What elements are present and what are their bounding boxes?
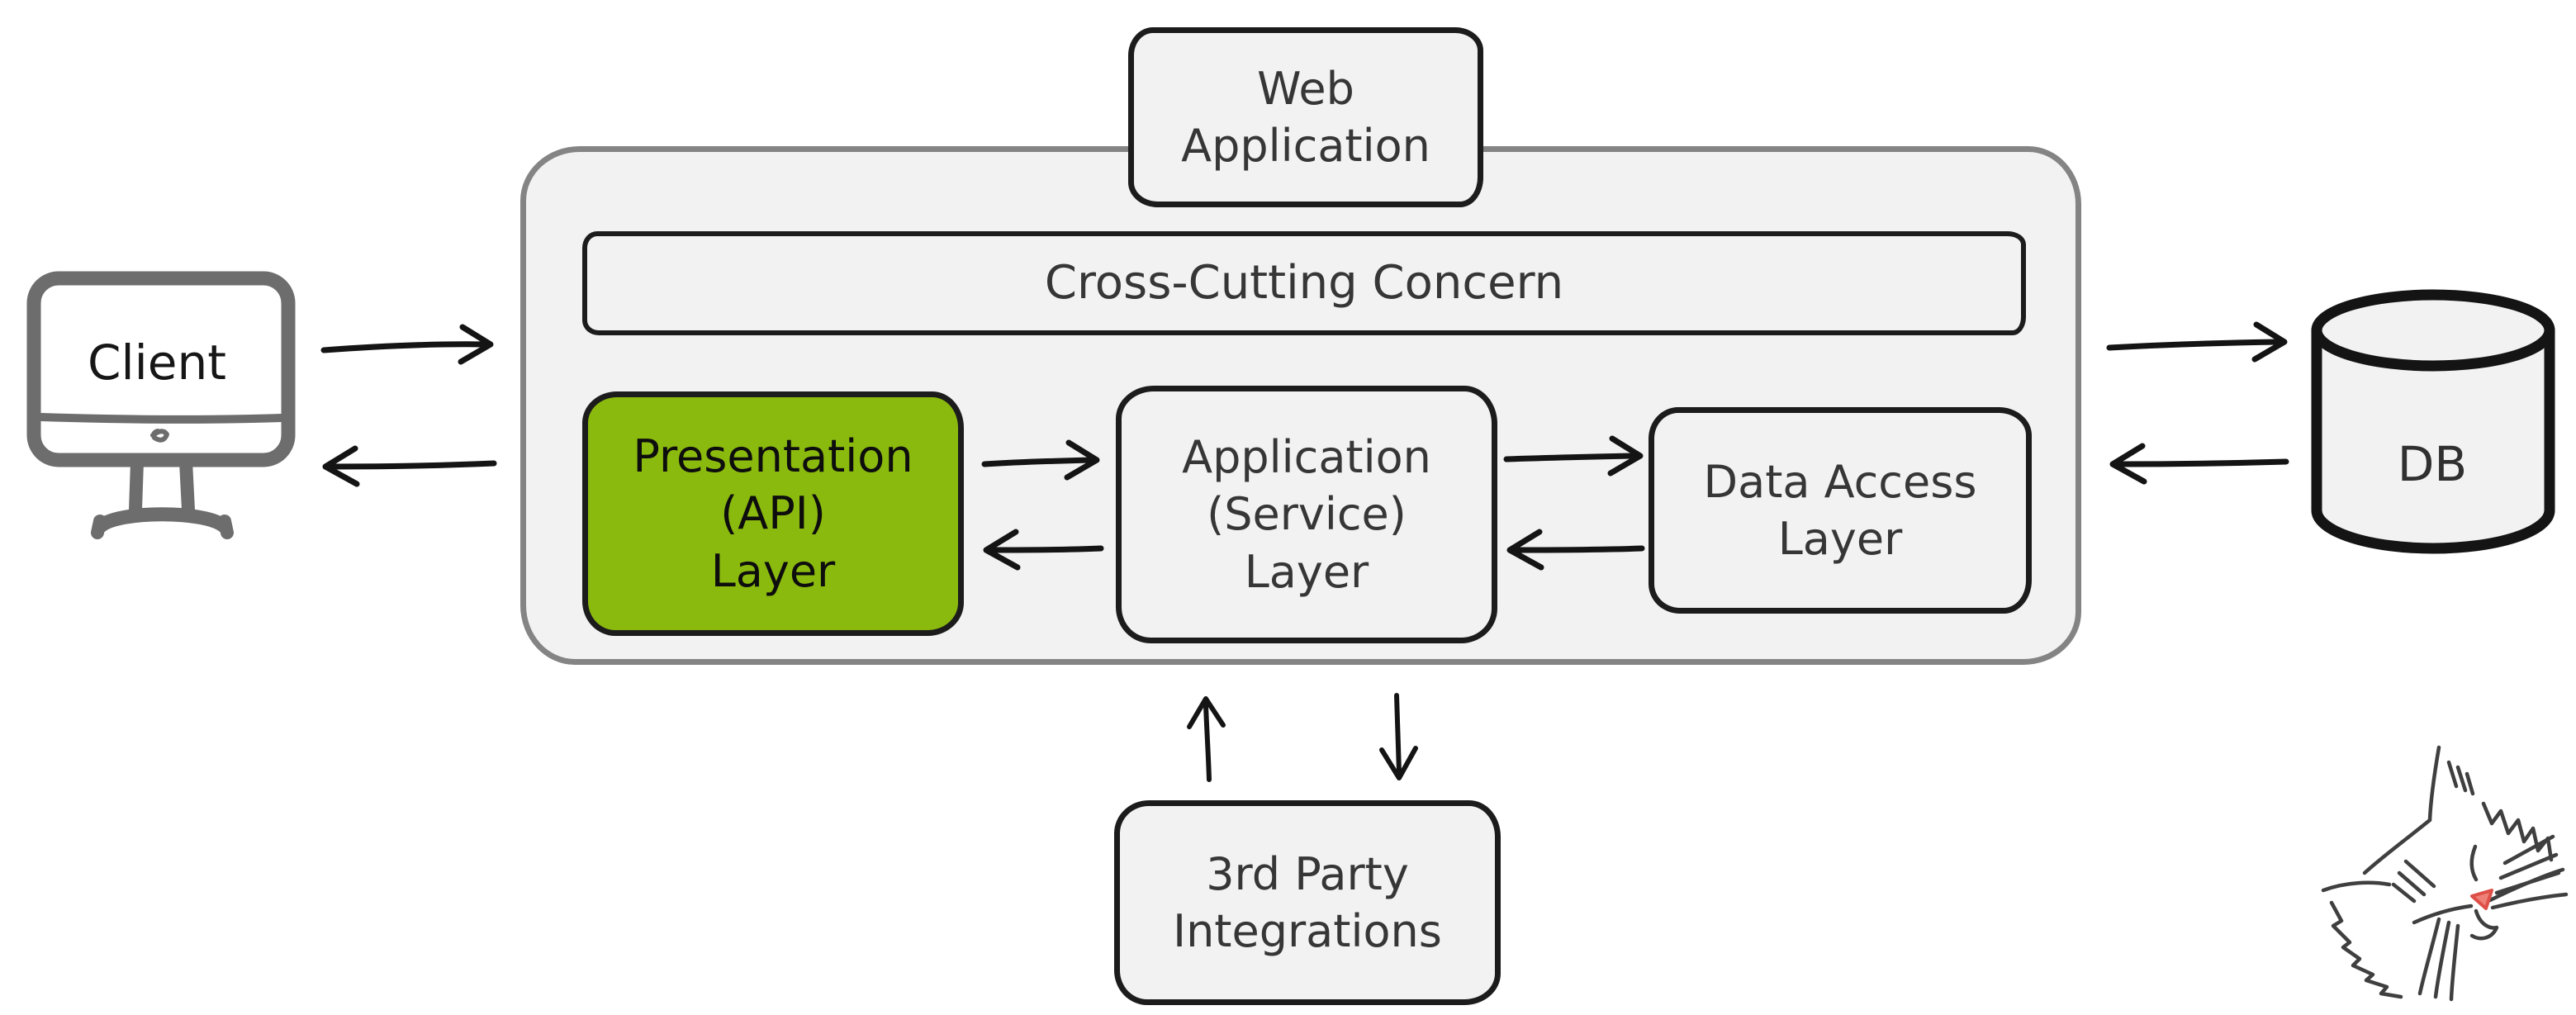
client-monitor-icon [26,271,296,539]
cat-sketch-icon [2321,745,2569,1002]
web-application-label: Web Application [1181,62,1430,172]
db-cylinder-icon [2311,289,2555,554]
data-access-layer-box: Data Access Layer [1649,407,2032,614]
web-application-box: Web Application [1128,27,1483,207]
db-label: DB [2397,436,2468,492]
arrow-webapp-to-client [322,445,497,487]
client-label: Client [88,334,226,391]
presentation-layer-box: Presentation (API) Layer [582,391,964,636]
cross-cutting-label: Cross-Cutting Concern [1044,256,1564,311]
data-access-layer-label: Data Access Layer [1703,455,1977,565]
presentation-layer-label: Presentation (API) Layer [633,430,913,597]
arrow-thirdparty-to-application [1187,696,1226,782]
cross-cutting-bar: Cross-Cutting Concern [582,231,2026,335]
third-party-integrations-box: 3rd Party Integrations [1114,800,1501,1005]
arrow-application-to-thirdparty [1379,693,1418,780]
arrow-db-to-webapp [2109,443,2289,485]
application-layer-box: Application (Service) Layer [1116,386,1497,643]
arrow-webapp-to-db [2106,321,2288,363]
third-party-integrations-label: 3rd Party Integrations [1173,847,1442,957]
application-layer-label: Application (Service) Layer [1182,431,1431,598]
arrow-client-to-webapp [320,324,494,365]
